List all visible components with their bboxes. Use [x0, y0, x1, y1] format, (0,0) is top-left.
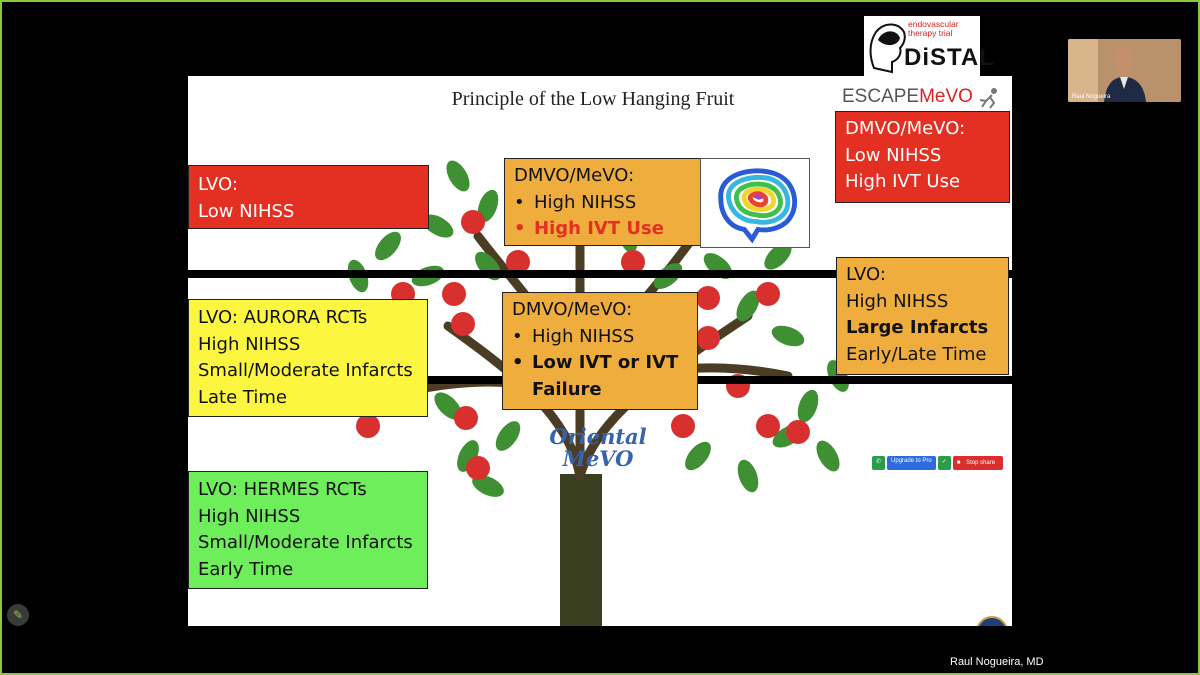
box-line: Small/Moderate Infarcts [198, 360, 413, 381]
slide-title: Principle of the Low Hanging Fruit [451, 88, 735, 110]
divider-bar-top [188, 270, 1012, 278]
lvo-low-nihss-box: LVO: Low NIHSS [188, 165, 429, 229]
mevo-word: MeVO [919, 86, 973, 107]
presenter-caption: Raul Nogueira, MD [950, 656, 1044, 668]
stop-share-label: Stop share [966, 460, 996, 466]
distal-tagline: endovascular therapy trial [908, 19, 959, 38]
box-line: Small/Moderate Infarcts [198, 532, 413, 553]
share-controls: ✆ Upgrade to Pro ✓ ■ Stop share [872, 456, 1004, 470]
participant-name: Raul Nogueira [1072, 94, 1111, 100]
box-heading: DMVO/MeVO: [514, 165, 635, 186]
box-bullet: High NIHSS [514, 190, 691, 217]
phone-icon[interactable]: ✆ [872, 456, 886, 470]
brain-spiral-icon [700, 158, 810, 248]
box-bullet-highlight: High IVT Use [514, 216, 691, 243]
box-line: LVO: AURORA RCTs [198, 307, 368, 328]
apple-tree-illustration [333, 160, 849, 626]
upgrade-button[interactable]: Upgrade to Pro [887, 456, 936, 470]
box-line: High IVT Use [845, 171, 961, 192]
box-line: Early/Late Time [846, 343, 987, 365]
box-heading: DMVO/MeVO: [512, 299, 633, 320]
box-line: LVO: [846, 264, 886, 285]
escape-mevo-logo: ESCAPEMeVO [840, 82, 1008, 112]
box-line: LVO: [198, 174, 238, 195]
box-line-bold: Large Infarcts [846, 317, 989, 338]
box-line: Low NIHSS [198, 200, 295, 222]
box-line: LVO: HERMES RCTs [198, 479, 367, 500]
participant-silhouette [1068, 39, 1181, 102]
aurora-rcts-box: LVO: AURORA RCTs High NIHSS Small/Modera… [188, 299, 428, 417]
lvo-large-infarcts-box: LVO: High NIHSS Large Infarcts Early/Lat… [836, 257, 1009, 375]
box-line: Low NIHSS [845, 144, 942, 166]
oriental-mevo-word: MeVO [562, 446, 634, 471]
stop-share-button[interactable]: ■ Stop share [952, 456, 1004, 470]
participant-video[interactable]: Raul Nogueira [1068, 39, 1181, 102]
presentation-slide: Principle of the Low Hanging Fruit ESCAP… [188, 76, 1012, 626]
oriental-mevo-logo: Oriental MeVO [538, 426, 658, 476]
box-bullet: High NIHSS [512, 324, 688, 351]
runner-icon [979, 88, 997, 109]
check-icon[interactable]: ✓ [937, 456, 951, 470]
box-line: High NIHSS [198, 505, 301, 527]
box-line: Early Time [198, 558, 294, 580]
brain-head-icon [869, 23, 906, 74]
box-line: DMVO/MeVO: [845, 118, 966, 139]
dmvo-low-ivt-box: DMVO/MeVO: High NIHSS Low IVT or IVT Fai… [502, 292, 698, 410]
box-line: Late Time [198, 386, 287, 408]
box-line: High NIHSS [846, 290, 949, 312]
divider-bar-mid [426, 376, 1012, 384]
box-bullet-bold: Low IVT or IVT Failure [512, 350, 688, 403]
escape-word: ESCAPE [842, 86, 920, 107]
dmvo-low-nihss-box: DMVO/MeVO: Low NIHSS High IVT Use [835, 111, 1010, 203]
hermes-rcts-box: LVO: HERMES RCTs High NIHSS Small/Modera… [188, 471, 428, 589]
pencil-icon[interactable]: ✎ [7, 604, 29, 626]
box-line: High NIHSS [198, 333, 301, 355]
oriental-word: Oriental [549, 424, 647, 449]
distal-logo: endovascular therapy trial DiSTAL [864, 16, 994, 76]
distal-wordmark: DiSTAL [904, 44, 995, 71]
dmvo-high-ivt-box: DMVO/MeVO: High NIHSS High IVT Use [504, 158, 701, 246]
